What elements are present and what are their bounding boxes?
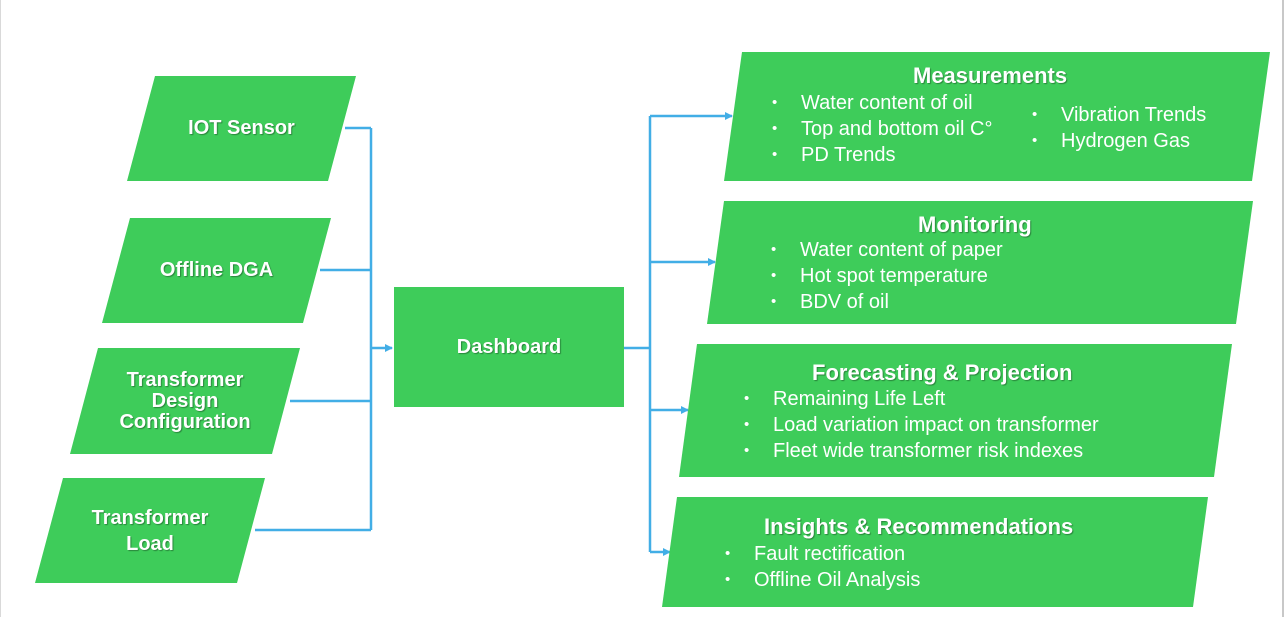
input-shape <box>35 478 265 583</box>
input-label-line: Transformer <box>91 506 209 529</box>
bullet-item: PD Trends <box>772 142 895 168</box>
bullet-item: Hot spot temperature <box>771 263 988 289</box>
bullet-item: Offline Oil Analysis <box>725 567 920 593</box>
input-label-line: Load <box>126 532 174 555</box>
input-label-line: IOT Sensor <box>188 117 295 139</box>
bullet-item: Top and bottom oil C° <box>772 116 992 142</box>
input-label: Transformer Design Configuration <box>70 348 300 454</box>
output-title: Monitoring <box>918 212 1032 237</box>
input-iot-sensor: IOT Sensor <box>127 76 356 181</box>
output-forecasting-projection: Forecasting & Projection Remaining Life … <box>679 344 1232 477</box>
input-shape <box>127 76 356 181</box>
input-shape <box>102 218 331 323</box>
input-label: IOT Sensor <box>127 76 356 181</box>
bullet-item: Water content of paper <box>771 237 1003 263</box>
frame-border-right <box>1282 0 1284 617</box>
input-offline-dga: Offline DGA <box>102 218 331 323</box>
output-title: Insights & Recommendations <box>764 514 1074 539</box>
dashboard-box: Dashboard <box>394 287 624 407</box>
dashboard-label: Dashboard <box>456 335 562 358</box>
output-measurements: Measurements Water content of oil Top an… <box>724 52 1270 181</box>
frame-border-left <box>0 0 1 617</box>
input-label-line: Offline DGA <box>159 259 274 281</box>
bullet-item: Fleet wide transformer risk indexes <box>744 438 1083 464</box>
bullet-item: Hydrogen Gas <box>1032 128 1190 154</box>
input-label: Transformer Load <box>35 478 265 583</box>
bullet-item: Vibration Trends <box>1032 102 1206 128</box>
output-insights-recommendations: Insights & Recommendations Fault rectifi… <box>662 497 1208 607</box>
output-title: Measurements <box>913 63 1068 88</box>
input-label-line: Configuration <box>119 410 251 433</box>
bullet-item: Remaining Life Left <box>744 386 945 412</box>
input-label-line: Transformer <box>126 368 244 391</box>
input-transformer-design-configuration: Transformer Design Configuration <box>70 348 300 454</box>
bullet-item: Water content of oil <box>772 90 973 116</box>
output-title: Forecasting & Projection <box>812 360 1073 385</box>
output-monitoring: Monitoring Water content of paper Hot sp… <box>707 201 1253 324</box>
bullet-item: Load variation impact on transformer <box>744 412 1099 438</box>
bullet-item: BDV of oil <box>771 289 889 315</box>
input-label-line: Design <box>151 389 219 412</box>
input-shape <box>70 348 300 454</box>
input-transformer-load: Transformer Load <box>35 478 265 583</box>
input-label: Offline DGA <box>102 218 331 323</box>
bullet-item: Fault rectification <box>725 541 905 567</box>
